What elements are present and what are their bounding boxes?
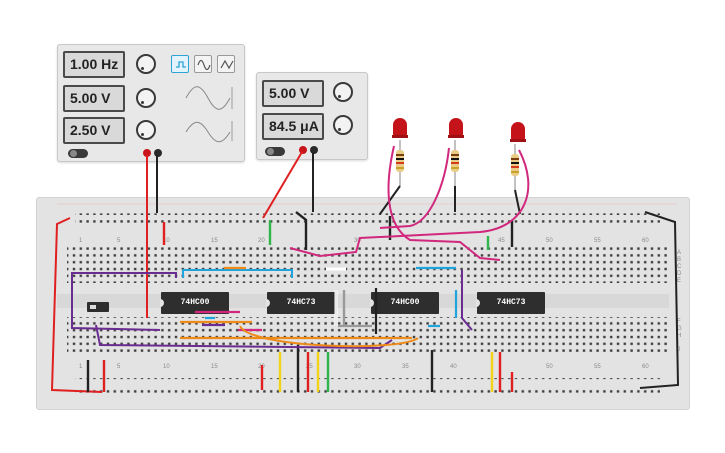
row-letter: F (677, 319, 681, 325)
offset-knob[interactable] (136, 120, 156, 140)
led-3[interactable] (510, 122, 526, 142)
column-number: 60 (642, 364, 649, 370)
column-number: 10 (163, 238, 170, 244)
ic-74hc73-left[interactable]: 74HC73 (266, 292, 335, 314)
column-number: 20 (258, 364, 265, 370)
row-letter: A (677, 250, 682, 256)
amplitude-knob[interactable] (136, 88, 156, 108)
ps-negative-terminal[interactable] (310, 146, 318, 154)
row-letter: D (677, 271, 682, 277)
led-1[interactable] (392, 118, 408, 138)
frequency-knob[interactable] (136, 54, 156, 74)
slide-switch[interactable] (87, 302, 109, 312)
square-wave-icon[interactable] (171, 55, 189, 73)
fg-negative-terminal[interactable] (154, 149, 162, 157)
column-number: 30 (354, 238, 361, 244)
column-number: 35 (402, 364, 409, 370)
current-knob[interactable] (333, 115, 353, 135)
frequency-display: 1.00 Hz (63, 51, 125, 78)
ic-74hc73-right[interactable]: 74HC73 (476, 292, 545, 314)
column-number: 40 (450, 364, 457, 370)
offset-display: 2.50 V (63, 117, 125, 144)
row-letter: H (677, 333, 682, 339)
triangle-wave-icon[interactable] (217, 55, 235, 73)
column-number: 1 (79, 364, 83, 370)
resistor-3 (511, 144, 519, 190)
sine-wave-icon[interactable] (194, 55, 212, 73)
column-number: 15 (211, 238, 218, 244)
amplitude-wave-icon (185, 86, 233, 110)
column-number: 55 (594, 238, 601, 244)
column-number: 50 (546, 364, 553, 370)
column-number: 30 (354, 364, 361, 370)
resistor-2 (451, 140, 459, 186)
resistor-1 (396, 140, 404, 186)
row-letter: G (677, 326, 682, 332)
column-number: 20 (258, 238, 265, 244)
breadboard-holes (57, 203, 677, 393)
breadboard[interactable]: 1 5 10 15 20 30 45 50 55 60 1 5 10 15 20… (36, 197, 690, 410)
ic-74hc00-right[interactable]: 74HC00 (370, 292, 439, 314)
fg-positive-terminal[interactable] (143, 149, 151, 157)
column-number: 60 (642, 238, 649, 244)
column-number: 10 (163, 364, 170, 370)
column-number: 45 (498, 238, 505, 244)
led-2[interactable] (448, 118, 464, 138)
column-number: 50 (546, 238, 553, 244)
column-number: 5 (117, 364, 121, 370)
column-number: 55 (594, 364, 601, 370)
column-number: 1 (79, 238, 83, 244)
column-number: 15 (211, 364, 218, 370)
ps-positive-terminal[interactable] (299, 146, 307, 154)
ic-74hc00-left[interactable]: 74HC00 (160, 292, 229, 314)
function-generator: 1.00 Hz 5.00 V 2.50 V (57, 44, 245, 162)
voltage-knob[interactable] (333, 82, 353, 102)
column-number: 25 (306, 364, 313, 370)
offset-wave-icon (185, 121, 233, 143)
row-letter: E (677, 278, 682, 284)
row-letter: B (677, 257, 682, 263)
function-generator-power-toggle[interactable] (68, 149, 88, 158)
voltage-display: 5.00 V (262, 80, 324, 107)
row-letter: J (677, 347, 680, 353)
row-letter: C (677, 264, 682, 270)
power-supply: 5.00 V 84.5 μA (256, 72, 368, 160)
current-display: 84.5 μA (262, 113, 324, 140)
amplitude-display: 5.00 V (63, 85, 125, 112)
power-supply-toggle[interactable] (265, 147, 285, 156)
column-number: 5 (117, 238, 121, 244)
row-letter: I (677, 340, 679, 346)
